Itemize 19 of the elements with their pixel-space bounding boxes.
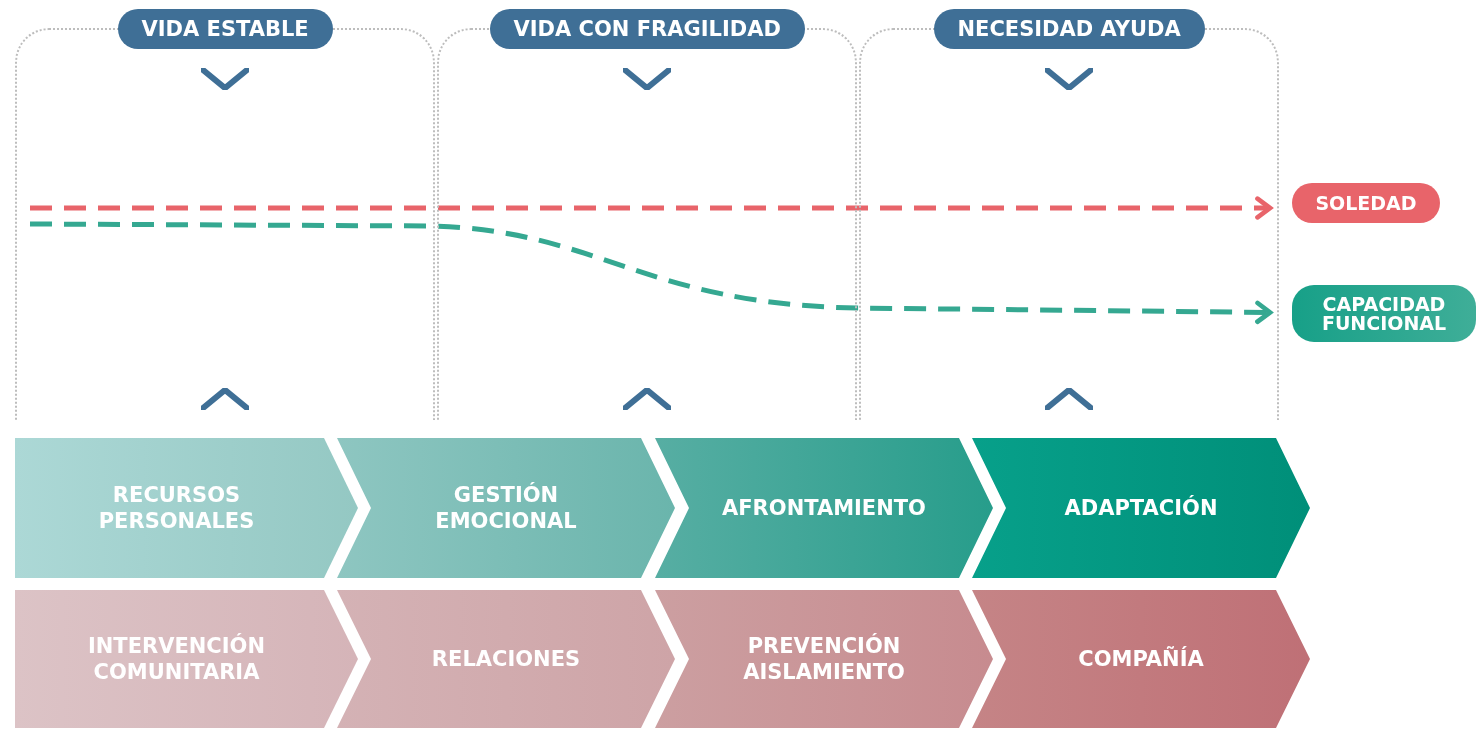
dashed-arrow bbox=[30, 196, 1273, 220]
status-tag bbox=[1292, 183, 1440, 223]
step-label: COMPAÑÍA bbox=[1078, 646, 1204, 672]
tag-label: SOLEDAD bbox=[1315, 193, 1417, 213]
step-label: INTERVENCIÓN COMUNITARIA bbox=[86, 633, 267, 685]
step-label: AFRONTAMIENTO bbox=[722, 495, 926, 521]
stage-heading: VIDA ESTABLE bbox=[117, 9, 333, 49]
stage-heading: NECESIDAD AYUDA bbox=[933, 9, 1205, 49]
step-label: PREVENCIÓN AISLAMIENTO bbox=[742, 633, 906, 685]
step-label: RELACIONES bbox=[431, 646, 581, 672]
stage-heading: VIDA CON FRAGILIDAD bbox=[489, 9, 805, 49]
chevron-step bbox=[15, 438, 358, 578]
tag-label: CAPACIDAD FUNCIONAL bbox=[1320, 294, 1448, 333]
step-label: GESTIÓN EMOCIONAL bbox=[434, 482, 578, 534]
dashed-arrow bbox=[30, 221, 1273, 325]
step-label: ADAPTACIÓN bbox=[1064, 495, 1218, 521]
step-label: RECURSOS PERSONALES bbox=[97, 482, 256, 534]
status-tag bbox=[1292, 285, 1476, 342]
chevron-step bbox=[15, 590, 358, 728]
